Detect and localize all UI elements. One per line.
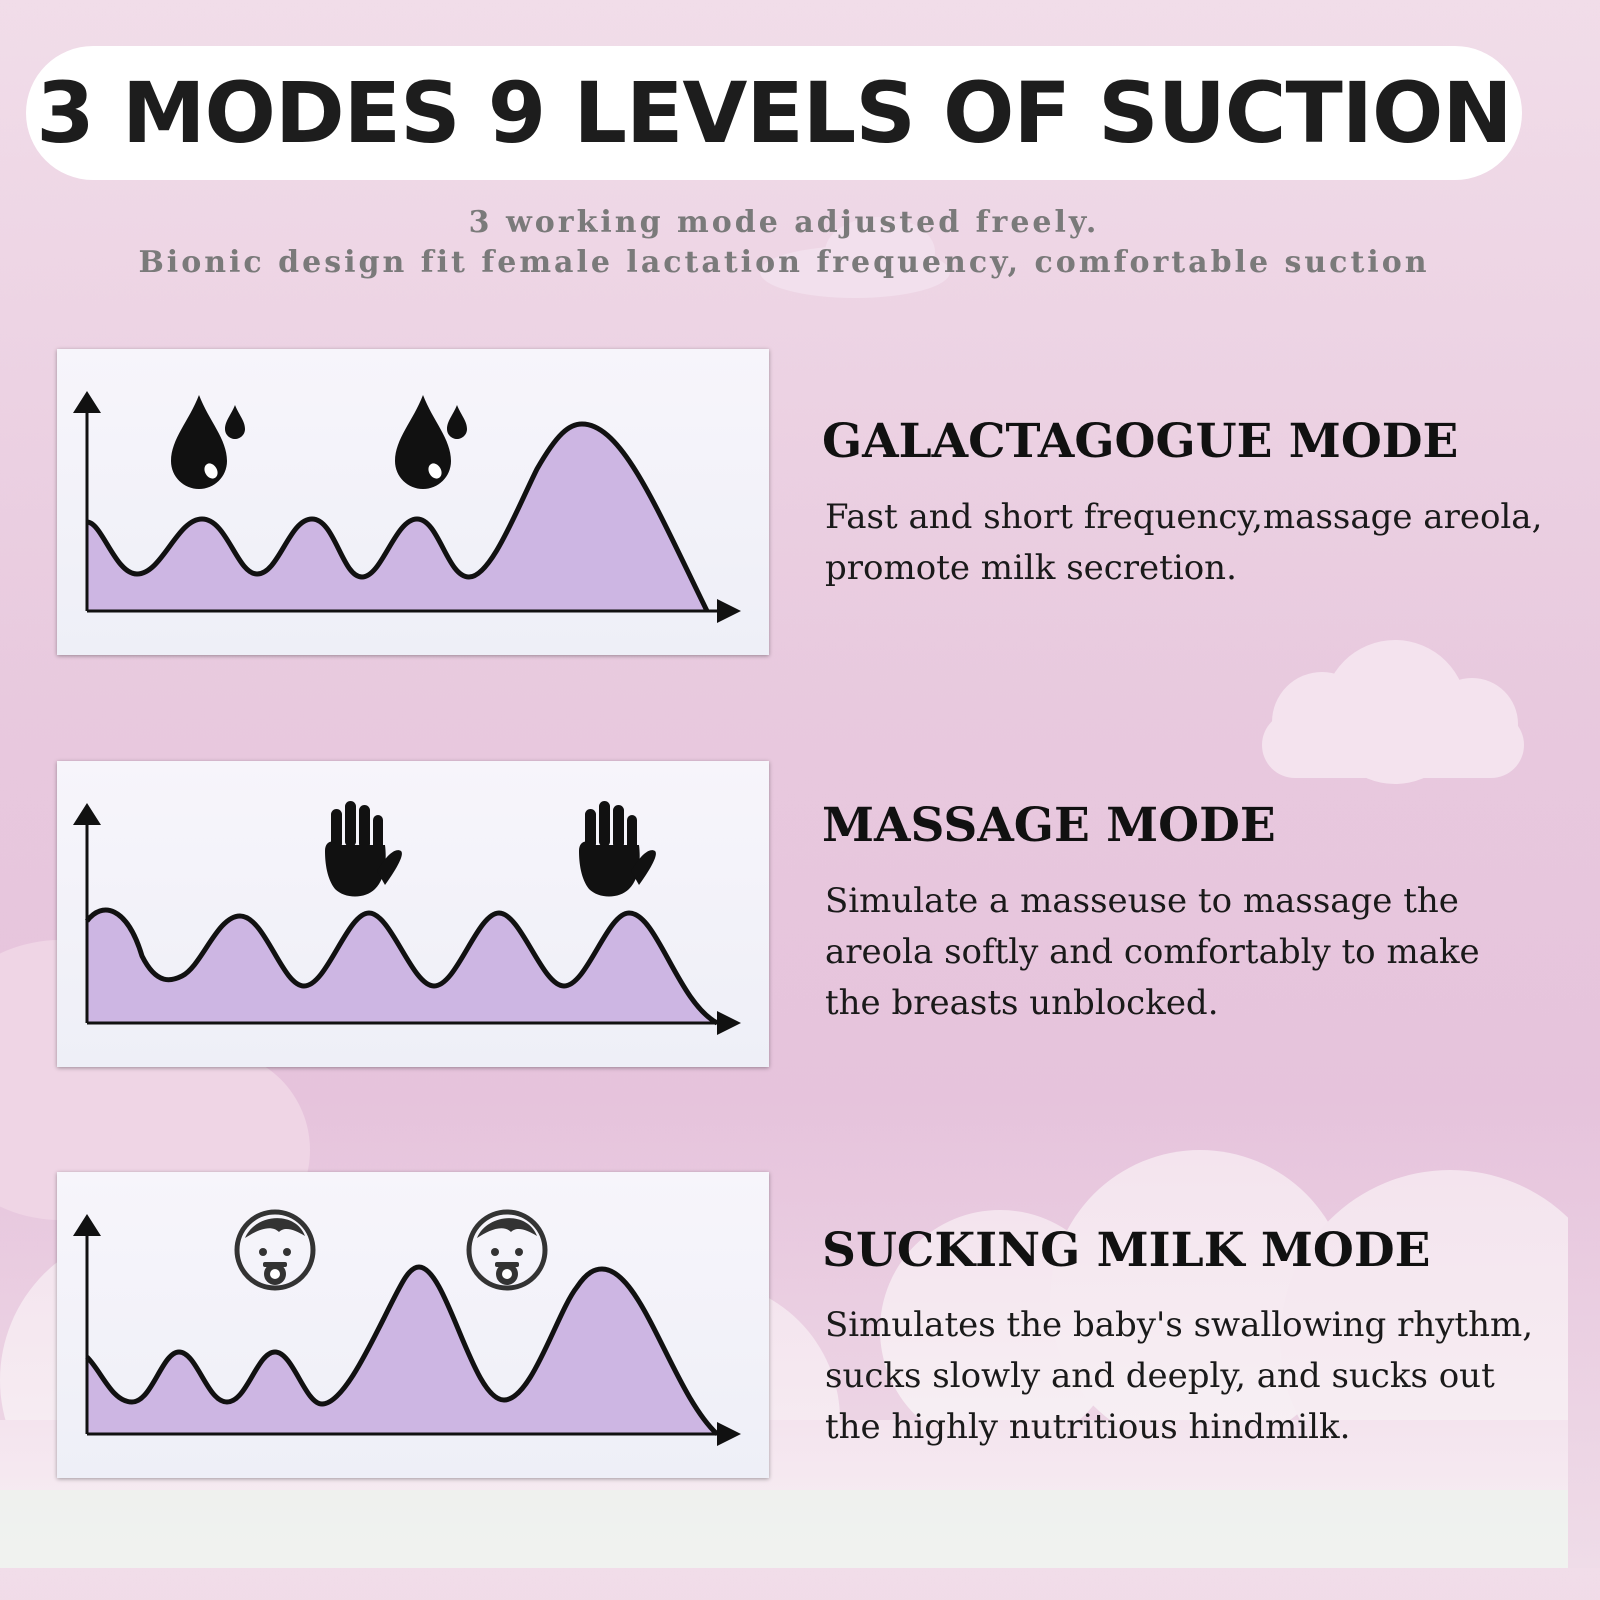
baby-pacifier-icon: [234, 1209, 316, 1291]
sucking-milk-mode-title: SUCKING MILK MODE: [822, 1223, 1431, 1278]
milk-drop-icon: [395, 395, 467, 489]
page-title: 3 MODES 9 LEVELS OF SUCTION: [36, 64, 1512, 162]
massage-mode-title: MASSAGE MODE: [822, 798, 1276, 853]
sucking-milk-wave-panel: [57, 1172, 769, 1478]
wave-line: [85, 1264, 719, 1436]
y-axis-arrow: [73, 391, 101, 413]
massage-wave-panel: [57, 761, 769, 1067]
massage-mode-description: Simulate a masseuse to massage the areol…: [825, 881, 1480, 1023]
x-axis-arrow: [717, 1422, 741, 1446]
axes: [85, 409, 727, 613]
galactagogue-mode-title: GALACTAGOGUE MODE: [822, 414, 1459, 469]
galactagogue-wave-panel: [57, 349, 769, 655]
wave-fill: [87, 910, 717, 1023]
milk-drop-icon: [171, 395, 245, 489]
y-axis-arrow: [73, 1214, 101, 1236]
subtitle-line-1: 3 working mode adjusted freely.: [468, 205, 1100, 240]
y-axis-arrow: [73, 803, 101, 825]
baby-pacifier-icon: [466, 1209, 548, 1291]
axes: [85, 821, 727, 1025]
subtitle-line-2: Bionic design fit female lactation frequ…: [138, 245, 1430, 280]
sucking-milk-mode-description: Simulates the baby's swallowing rhythm, …: [825, 1305, 1534, 1447]
wave-line: [85, 907, 719, 1026]
axes: [85, 1232, 727, 1436]
galactagogue-mode-description: Fast and short frequency,massage areola,…: [825, 497, 1543, 588]
x-axis-arrow: [717, 1011, 741, 1035]
x-axis-arrow: [717, 599, 741, 623]
title-banner: 3 MODES 9 LEVELS OF SUCTION: [26, 46, 1522, 180]
wave-line: [86, 421, 710, 613]
hand-icon: [579, 801, 656, 897]
hand-icon: [325, 801, 402, 897]
